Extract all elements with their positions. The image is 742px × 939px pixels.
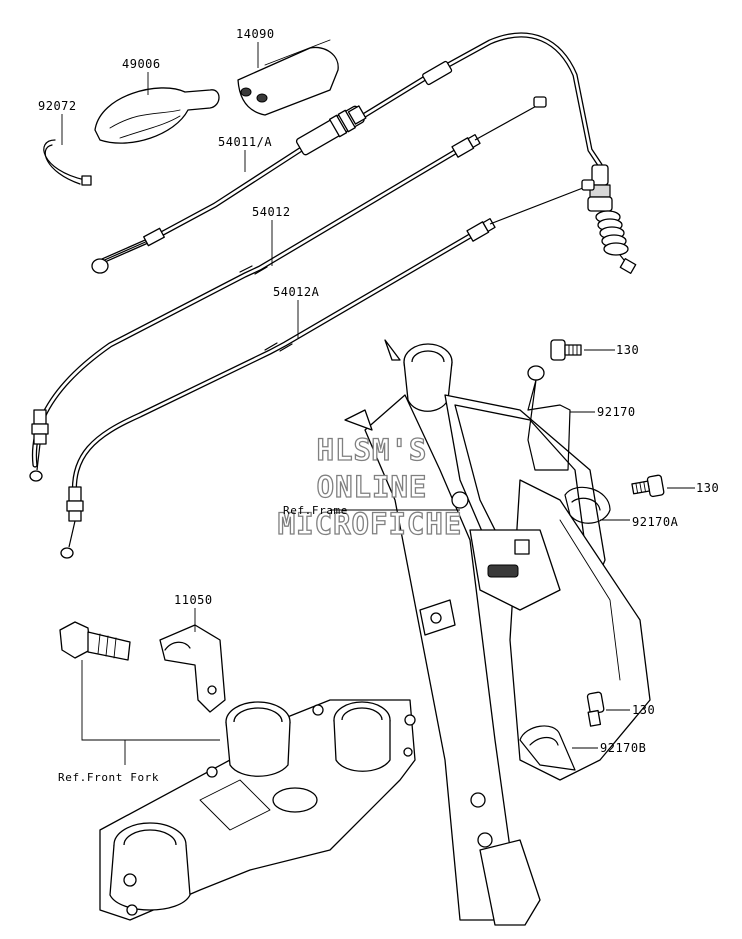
watermark-line3: MICROFICHE [278,507,463,541]
label-130-low: 130 [632,703,655,717]
fork-bolt [59,621,220,765]
label-54011a: 54011/A [218,135,272,149]
ref-front-fork-label: Ref.Front Fork [58,771,159,784]
label-54012: 54012 [252,205,291,219]
watermark-line1: HLSM'S [317,433,428,467]
frame [330,339,651,926]
label-130-mid: 130 [696,481,719,495]
bolt-130-mid [631,474,695,498]
label-92170: 92170 [597,405,636,419]
bolt-130-low [586,691,630,727]
label-92072: 92072 [38,99,77,113]
clutch-cable [91,32,637,274]
throttle-cable-54012a [60,179,595,559]
throttle-cable-54012 [29,96,547,482]
cover-14090 [237,39,339,116]
band-92072 [43,139,92,186]
label-92170b: 92170B [600,741,646,755]
watermark-line2: ONLINE [317,470,428,504]
boot-49006 [94,87,220,144]
bolt-130-top [550,339,615,361]
label-49006: 49006 [122,57,161,71]
label-54012a: 54012A [273,285,320,299]
label-130-top: 130 [616,343,639,357]
clamp-92170a [564,486,630,524]
label-92170a: 92170A [632,515,679,529]
ref-frame-label: Ref.Frame [283,504,348,517]
clamp-92170b [519,725,598,771]
triple-clamp [99,699,416,921]
label-14090: 14090 [236,27,275,41]
clamp-92170 [527,365,595,471]
bracket-11050 [159,608,226,713]
label-11050: 11050 [174,593,213,607]
